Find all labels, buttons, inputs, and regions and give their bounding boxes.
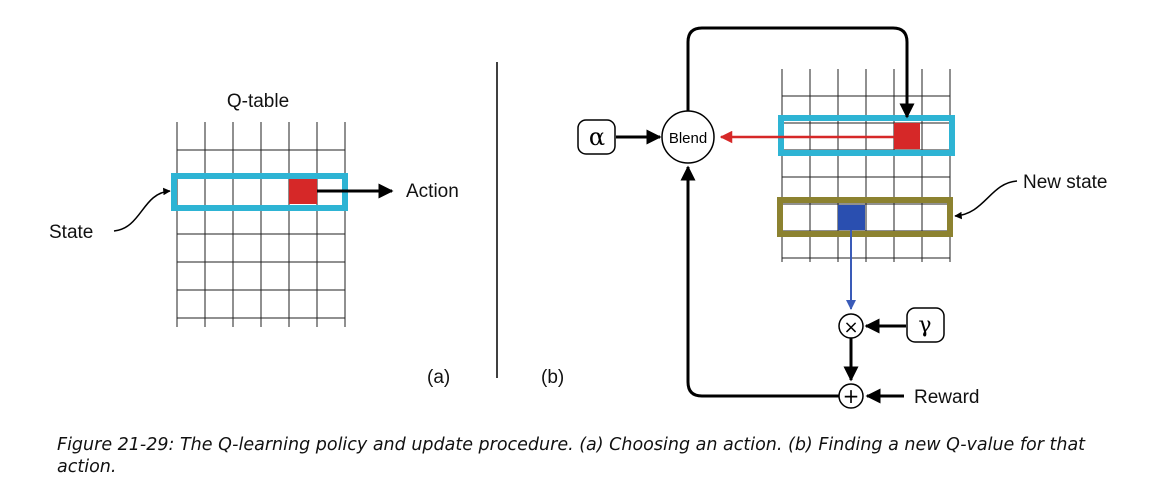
sum-to-blend-arrow <box>680 165 839 398</box>
multiply-symbol: × <box>843 317 858 338</box>
current-state-row-highlight <box>778 115 955 156</box>
blend-label: Blend <box>669 130 707 147</box>
alpha-symbol: α <box>589 123 605 151</box>
action-label: Action <box>406 181 459 202</box>
max-next-q-cell <box>838 205 865 230</box>
new-state-label: New state <box>1023 172 1107 193</box>
gamma-box <box>906 307 945 343</box>
q-table-grid-a <box>176 122 346 327</box>
state-label: State <box>49 222 93 243</box>
gamma-symbol: γ <box>918 313 931 338</box>
selected-action-cell <box>289 179 317 204</box>
alpha-box <box>577 119 616 155</box>
update-loop-arrow <box>686 26 915 119</box>
new-state-pointer-curve <box>954 180 1018 220</box>
add-symbol: + <box>843 384 860 408</box>
q-table-title: Q-table <box>227 91 289 112</box>
panel-b-tag: (b) <box>541 367 564 388</box>
panel-b: (b) α Blend × γ + Reward <box>541 26 1107 409</box>
new-state-row-highlight <box>777 197 953 237</box>
figure-caption: Figure 21-29: The Q-learning policy and … <box>57 435 1086 477</box>
reward-label: Reward <box>914 387 979 408</box>
panel-a: Q-table Action State (a) <box>49 91 459 388</box>
state-pointer-curve <box>113 187 171 232</box>
current-q-value-cell <box>894 123 920 149</box>
panel-a-tag: (a) <box>427 367 450 388</box>
